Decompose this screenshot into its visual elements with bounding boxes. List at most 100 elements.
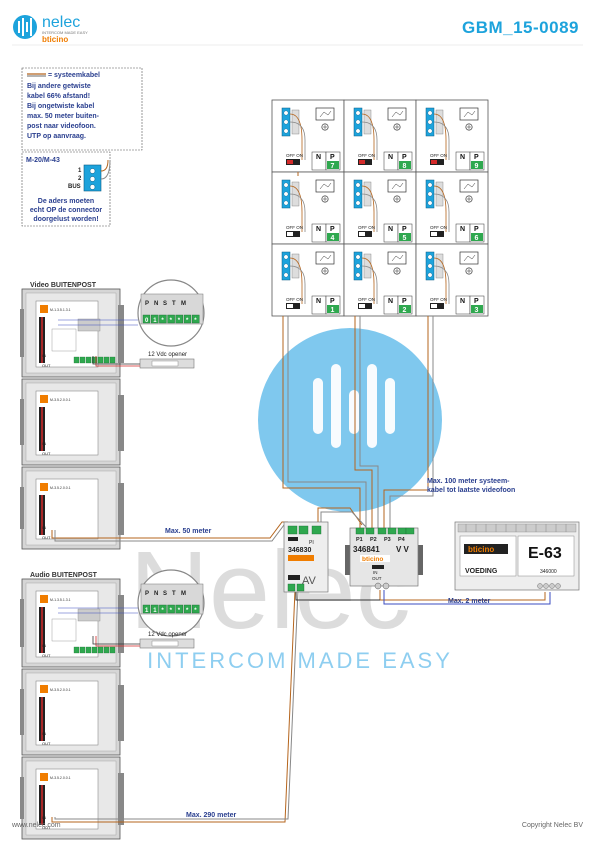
- pin-label: 1: [78, 168, 82, 174]
- in-label: IN: [42, 441, 46, 446]
- p-label: P: [402, 226, 407, 233]
- pin-label: 2: [78, 176, 82, 182]
- distributor-brand: bticino: [362, 556, 383, 563]
- supply-model: E-63: [528, 545, 562, 562]
- dip-switch-label: OFF ON: [430, 297, 447, 302]
- supply-brand: bticino: [468, 545, 494, 554]
- module-code: M-3.5.2.0.0.1: [50, 486, 71, 490]
- terminal-value: *: [161, 608, 164, 614]
- monitor-screen-icon: [315, 179, 335, 193]
- legend-line: max. 50 meter buiten-: [27, 113, 100, 120]
- dip-switch-label: OFF ON: [358, 297, 375, 302]
- connector-model: M-20/M-43: [26, 157, 60, 164]
- terminal-label: S: [163, 301, 167, 307]
- p-label: P: [474, 298, 479, 305]
- opener-label: 12 Vdc opener: [148, 352, 187, 358]
- address-number: 1: [331, 307, 335, 314]
- n-label: N: [388, 154, 393, 161]
- in-label: IN: [42, 815, 46, 820]
- terminal-label: T: [172, 301, 176, 307]
- connector-line: De aders moeten: [38, 198, 94, 205]
- out-label: OUT: [42, 535, 51, 540]
- power-supply-e63: bticino VOEDING E-63 346000: [454, 521, 580, 591]
- distributor-out: OUT: [372, 576, 382, 581]
- p-label: P: [402, 298, 407, 305]
- distributor-346841: P1 P2 P3 P4 346841 V V bticino IN OUT: [345, 527, 423, 590]
- audio-distance-note: Max. 290 meter: [186, 812, 236, 819]
- watermark: Nelec INTERCOM MADE EASY: [129, 328, 453, 673]
- p-label: P: [474, 154, 479, 161]
- terminal-value: 0: [145, 318, 149, 324]
- video-opener: 12 Vdc opener: [92, 352, 195, 369]
- monitor-screen-icon: [315, 251, 335, 265]
- system-cable-note-2: kabel tot laatste videofoon: [427, 487, 515, 494]
- av-code: 346830: [288, 547, 311, 554]
- address-number: 8: [403, 163, 407, 170]
- port-label: P1: [356, 537, 363, 543]
- legend-line: post naar videofoon.: [27, 123, 96, 130]
- address-number: 4: [331, 235, 335, 242]
- legend-line: kabel 66% afstand!: [27, 93, 90, 100]
- audio-station: M-1.3.5.1.3.1INOUTM-3.5.2.0.0.1INOUTM-3.…: [20, 578, 124, 840]
- module-code: M-3.5.2.0.0.1: [50, 398, 71, 402]
- dip-switch-label: OFF ON: [286, 153, 303, 158]
- terminal-label: M: [181, 591, 186, 597]
- p-label: P: [330, 154, 335, 161]
- av-module-346830: PI 346830 AV: [283, 521, 329, 593]
- n-label: N: [388, 226, 393, 233]
- connector-line: echt OP de connector: [30, 207, 102, 214]
- watermark-tagline: INTERCOM MADE EASY: [147, 648, 453, 673]
- distributor-in: IN: [373, 570, 378, 575]
- legend-line: UTP op aanvraag.: [27, 133, 86, 140]
- port-label: P2: [370, 537, 377, 543]
- connector-note: M-20/M-43 1 2 BUS De aders moeten echt O…: [21, 151, 111, 227]
- address-number: 7: [331, 163, 335, 170]
- p-label: P: [474, 226, 479, 233]
- n-label: N: [316, 298, 321, 305]
- monitor-screen-icon: [459, 179, 479, 193]
- in-label: IN: [42, 731, 46, 736]
- terminal-value: *: [194, 318, 197, 324]
- audio-opener: 12 Vdc opener: [92, 632, 195, 649]
- terminal-value: *: [178, 608, 181, 614]
- terminal-label: T: [172, 591, 176, 597]
- terminal-label: N: [154, 591, 158, 597]
- logo-text: nelec: [42, 14, 80, 31]
- terminal-value: *: [194, 608, 197, 614]
- module-code: M-1.3.5.1.3.1: [50, 308, 71, 312]
- n-label: N: [460, 226, 465, 233]
- module-code: M-3.5.2.0.0.1: [50, 688, 71, 692]
- terminal-value: *: [170, 318, 173, 324]
- n-label: N: [388, 298, 393, 305]
- terminal-label: P: [145, 301, 149, 307]
- terminal-value: 1: [153, 608, 157, 614]
- supply-code: 346000: [540, 569, 557, 575]
- port-label: P4: [398, 537, 406, 543]
- connector-line: doorgelust worden!: [33, 216, 98, 223]
- address-number: 3: [475, 307, 479, 314]
- out-label: OUT: [42, 653, 51, 658]
- n-label: N: [460, 154, 465, 161]
- av-label: AV: [302, 575, 317, 587]
- terminal-value: *: [186, 318, 189, 324]
- monitor-screen-icon: [315, 107, 335, 121]
- footer-copyright: Copyright Nelec BV: [521, 822, 583, 829]
- logo-mark-icon: [13, 15, 37, 39]
- av-pi-label: PI: [309, 540, 314, 546]
- system-cable-drops: [282, 172, 434, 528]
- terminal-label: S: [163, 591, 167, 597]
- videophone-cell: OFF ON N P 2: [343, 243, 417, 317]
- system-cable-note-1: Max. 100 meter systeem-: [427, 478, 510, 485]
- address-number: 2: [403, 307, 407, 314]
- monitor-screen-icon: [387, 179, 407, 193]
